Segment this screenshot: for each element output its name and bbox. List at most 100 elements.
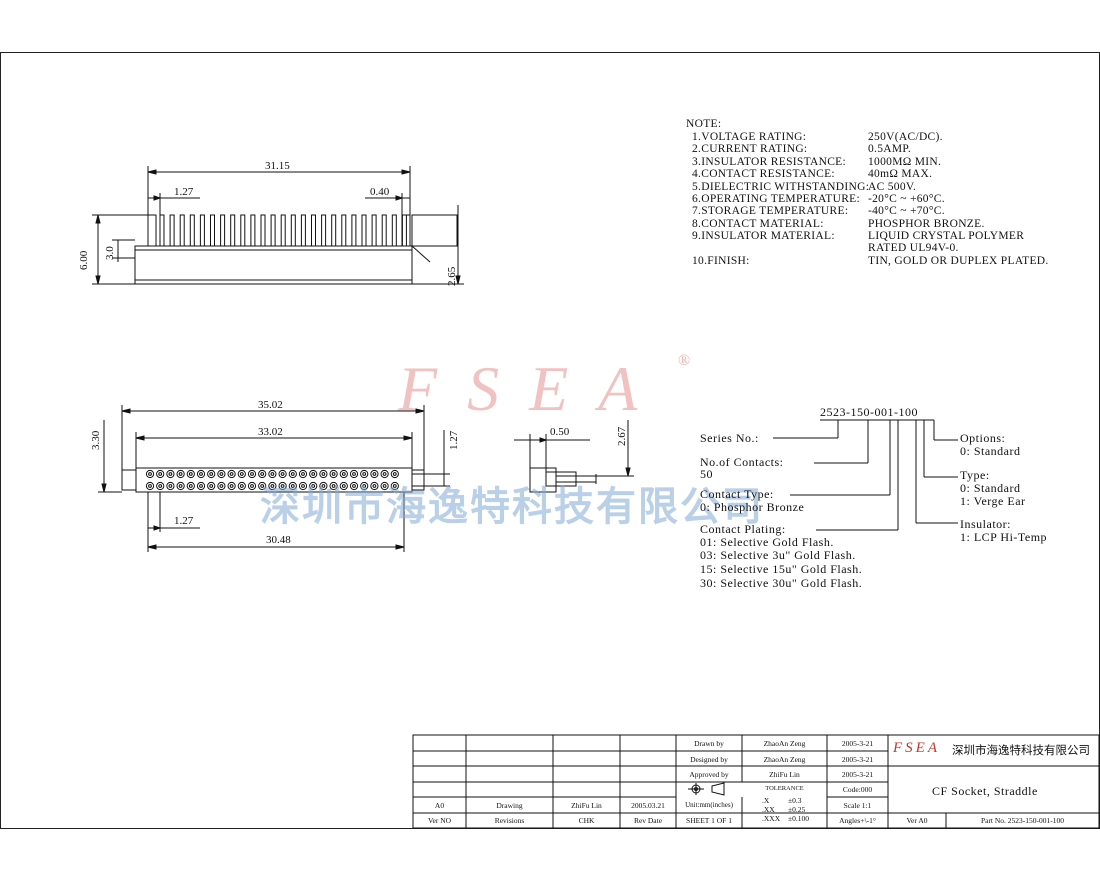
contact-hole (390, 481, 399, 491)
contact-type-value: 0: Phosphor Bronze (700, 500, 805, 514)
top-pin (179, 214, 185, 247)
part-code: 2523-150-001-100 (820, 405, 918, 419)
dim-top-height: 6.00 (78, 250, 90, 270)
dim-side-height: 2.67 (616, 426, 628, 446)
top-pin (189, 214, 195, 247)
contact-hole (319, 469, 328, 479)
contact-hole-center (290, 472, 295, 476)
contact-hole (258, 481, 267, 491)
contact-hole-center (148, 484, 152, 488)
contact-hole-center (178, 472, 183, 476)
top-view (92, 166, 464, 285)
approved-by-label: Approved by (689, 770, 729, 779)
contact-hole-center (352, 484, 356, 488)
contact-hole (196, 469, 206, 479)
note-value: -20°C ~ +60°C. (868, 193, 945, 205)
header-revisions: Revisions (494, 816, 525, 825)
contact-hole-center (219, 484, 224, 488)
contact-hole-center (188, 484, 193, 488)
top-pin (391, 214, 397, 247)
sheet: SHEET 1 OF 1 (686, 816, 732, 825)
contact-hole (186, 469, 195, 479)
contact-hole (207, 469, 216, 479)
watermark-registered: ® (678, 352, 691, 369)
top-pin (210, 214, 215, 247)
contact-hole (390, 469, 399, 479)
contact-hole-center (321, 484, 326, 488)
title-block-company: 深圳市海逸特科技有限公司 (952, 743, 1090, 757)
contact-hole-center (382, 472, 387, 476)
contact-hole (370, 481, 379, 491)
note-value: LIQUID CRYSTAL POLYMER (868, 230, 1025, 242)
top-pin (290, 214, 296, 247)
contact-hole-center (239, 472, 244, 476)
top-pin (341, 214, 347, 247)
top-pin (351, 214, 357, 247)
contact-hole-center (209, 472, 214, 476)
contact-hole-center (331, 472, 336, 476)
contact-hole (186, 481, 195, 491)
dim-front-total: 35.02 (258, 399, 283, 411)
options-label: Options: (960, 431, 1006, 445)
approved-date: 2005-3-21 (841, 770, 874, 779)
title-part-no: Part No. 2523-150-001-100 (980, 816, 1065, 825)
top-pin (361, 214, 367, 247)
contact-hole (339, 481, 348, 491)
top-pin (250, 214, 256, 247)
contact-hole (176, 481, 185, 491)
contact-hole (166, 481, 175, 491)
contact-hole-center (301, 484, 305, 488)
contact-hole (309, 481, 318, 491)
dim-front-inner: 33.02 (258, 426, 283, 438)
contact-hole-center (392, 472, 397, 476)
plating-option-3: 15: Selective 15u" Gold Flash. (700, 562, 863, 576)
drawn-by-label: Drawn by (694, 739, 724, 748)
contact-hole-center (250, 472, 254, 476)
contact-hole (237, 481, 246, 491)
contact-hole-center (270, 484, 275, 488)
side-view (514, 420, 634, 493)
contact-hole (227, 469, 236, 479)
designed-date: 2005-3-21 (841, 755, 874, 764)
plating-option-2: 03: Selective 3u" Gold Flash. (700, 548, 856, 562)
contact-hole-center (280, 484, 285, 488)
insulator-label: Insulator: (960, 517, 1011, 531)
contact-hole (217, 481, 226, 491)
contacts-value: 50 (700, 467, 713, 481)
approved-by: ZhiFu Lin (769, 770, 800, 779)
note-label: 1.VOLTAGE RATING: (692, 131, 807, 143)
contact-hole (156, 469, 165, 479)
contact-hole (227, 481, 236, 491)
dim-top-pitch: 1.27 (174, 186, 194, 198)
contact-hole (360, 469, 369, 479)
note-label: 9.INSULATOR MATERIAL: (692, 230, 835, 242)
top-pin (371, 214, 377, 247)
contact-hole-center (178, 484, 183, 488)
contact-hole-center (331, 484, 336, 488)
top-pin (169, 214, 175, 247)
note-value: TIN, GOLD OR DUPLEX PLATED. (868, 255, 1049, 267)
contact-hole (278, 469, 287, 479)
tol-xx-val: ±0.25 (788, 805, 806, 814)
contact-hole-center (352, 472, 356, 476)
contact-hole (360, 481, 369, 491)
contact-hole (145, 481, 155, 491)
dim-top-inner: 3.0 (104, 246, 116, 260)
contact-hole (298, 481, 308, 491)
contact-hole-center (341, 472, 346, 476)
scale: Scale 1:1 (843, 801, 872, 810)
header-chk: CHK (578, 816, 595, 825)
top-pin (199, 214, 205, 247)
contact-hole-center (158, 484, 163, 488)
insulator-value: 1: LCP Hi-Temp (960, 530, 1048, 544)
code: Code:000 (842, 785, 873, 794)
type-value-1: 0: Standard (960, 481, 1021, 495)
contact-hole (268, 469, 277, 479)
contact-hole-center (311, 472, 316, 476)
series-label: Series No.: (700, 431, 759, 445)
contact-type-label: Contact Type: (700, 487, 774, 501)
contact-hole (298, 469, 308, 479)
plating-option-1: 01: Selective Gold Flash. (700, 535, 834, 549)
contact-hole-center (239, 484, 244, 488)
note-value: 250V(AC/DC). (868, 131, 943, 143)
